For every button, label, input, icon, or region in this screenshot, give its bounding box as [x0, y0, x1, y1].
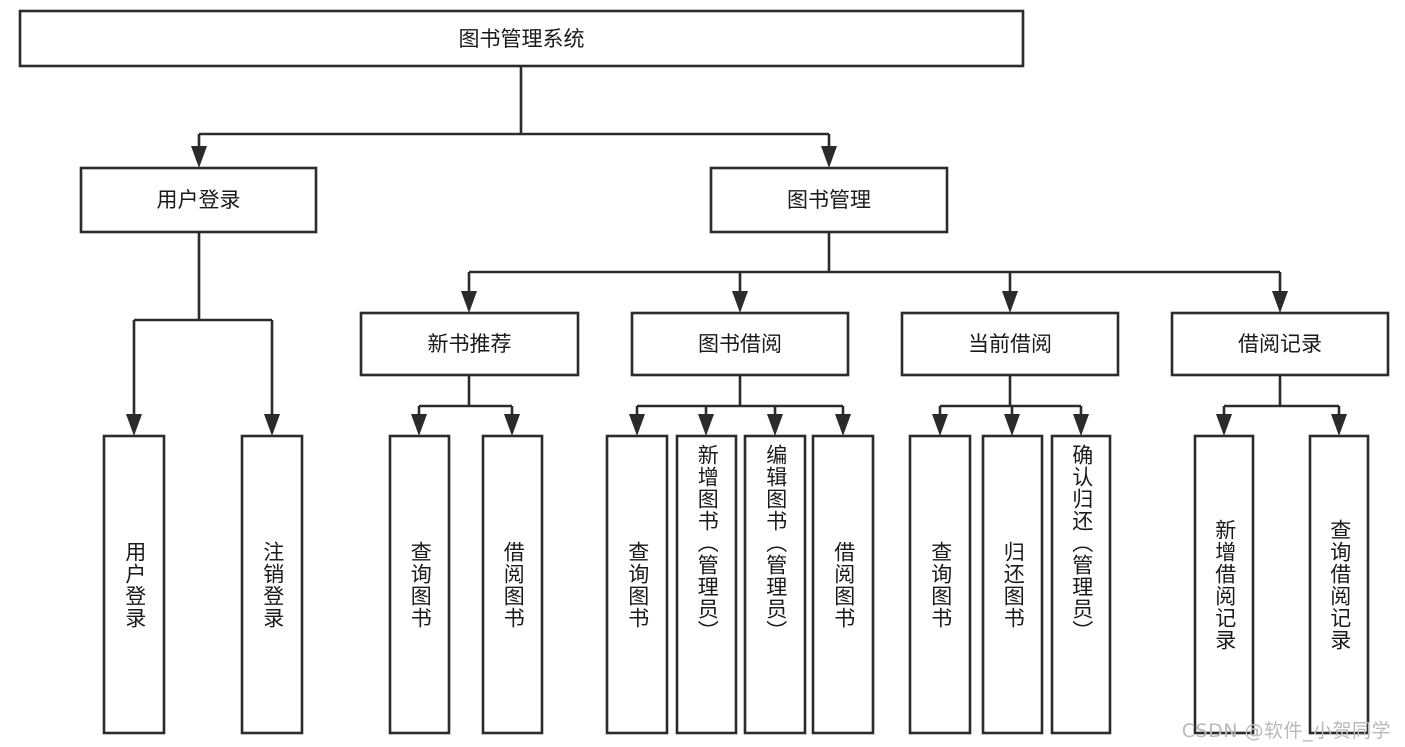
- node-borrow-records-label: 借阅记录: [1238, 332, 1322, 356]
- arrow-to-user-login-action: [126, 414, 142, 436]
- connector-layer: [126, 66, 1347, 436]
- node-current-borrow-label: 当前借阅: [968, 332, 1052, 356]
- node-user-login-label: 用户登录: [157, 188, 241, 212]
- node-confirm-return-admin[interactable]: [1050, 434, 1112, 735]
- node-query-book-2[interactable]: [605, 434, 669, 735]
- node-new-book-recommend-label: 新书推荐: [428, 332, 512, 356]
- node-query-book-3[interactable]: [908, 434, 972, 735]
- node-root[interactable]: [18, 9, 1025, 68]
- connector-root-to-bus: [197, 66, 831, 152]
- arrow-to-return-book: [1004, 414, 1020, 436]
- node-book-borrow-label: 图书借阅: [698, 332, 782, 356]
- arrow-to-query-borrow-record: [1331, 414, 1347, 436]
- node-borrow-records[interactable]: [1170, 311, 1390, 377]
- arrow-to-confirm-return-admin: [1073, 414, 1089, 436]
- node-borrow-book-1[interactable]: [481, 434, 544, 735]
- arrow-to-user-logout-action: [264, 414, 280, 436]
- connector-new-book-recommend-to-bus: [417, 375, 514, 420]
- connector-current-borrow-to-bus: [938, 375, 1083, 420]
- arrow-to-query-book-2: [629, 414, 645, 436]
- csdn-watermark: CSDN @软件_小贺同学: [1181, 720, 1391, 742]
- node-borrow-book-2[interactable]: [811, 434, 875, 735]
- connector-book-borrow-to-bus: [635, 375, 845, 420]
- node-current-borrow[interactable]: [900, 311, 1120, 377]
- node-book-management[interactable]: [709, 166, 949, 234]
- arrow-to-query-book-1: [411, 414, 427, 436]
- arrow-to-add-book-admin: [698, 414, 714, 436]
- arrow-to-book-management: [821, 146, 837, 168]
- node-book-borrow[interactable]: [630, 311, 850, 377]
- node-query-book-1[interactable]: [388, 434, 451, 735]
- node-query-borrow-record[interactable]: [1308, 434, 1370, 735]
- node-layer: 图书管理系统 用户登录 图书管理 新书推荐 图书借阅 当前借阅 借阅记录: [18, 9, 1390, 735]
- node-root-label: 图书管理系统: [459, 27, 585, 51]
- node-add-borrow-record[interactable]: [1193, 434, 1255, 735]
- arrow-to-new-book-recommend: [461, 291, 477, 313]
- arrow-to-add-borrow-record: [1216, 414, 1232, 436]
- node-user-login[interactable]: [79, 166, 318, 234]
- connector-user-login-to-bus: [132, 232, 274, 420]
- arrow-to-current-borrow: [1002, 291, 1018, 313]
- connector-borrow-records-to-bus: [1222, 375, 1341, 420]
- node-user-login-action[interactable]: [102, 434, 166, 735]
- arrow-to-borrow-records: [1272, 291, 1288, 313]
- node-return-book[interactable]: [981, 434, 1044, 735]
- node-book-management-label: 图书管理: [787, 188, 871, 212]
- arrow-to-book-borrow: [732, 291, 748, 313]
- node-user-logout-action[interactable]: [240, 434, 304, 735]
- node-new-book-recommend[interactable]: [359, 311, 580, 377]
- arrow-to-borrow-book-1: [504, 414, 520, 436]
- node-add-book-admin[interactable]: [675, 434, 738, 735]
- arrow-to-edit-book-admin: [767, 414, 783, 436]
- arrow-to-user-login: [191, 146, 207, 168]
- connector-book-management-to-bus: [467, 232, 1282, 297]
- node-edit-book-admin[interactable]: [743, 434, 807, 735]
- arrow-to-borrow-book-2: [835, 414, 851, 436]
- arrow-to-query-book-3: [932, 414, 948, 436]
